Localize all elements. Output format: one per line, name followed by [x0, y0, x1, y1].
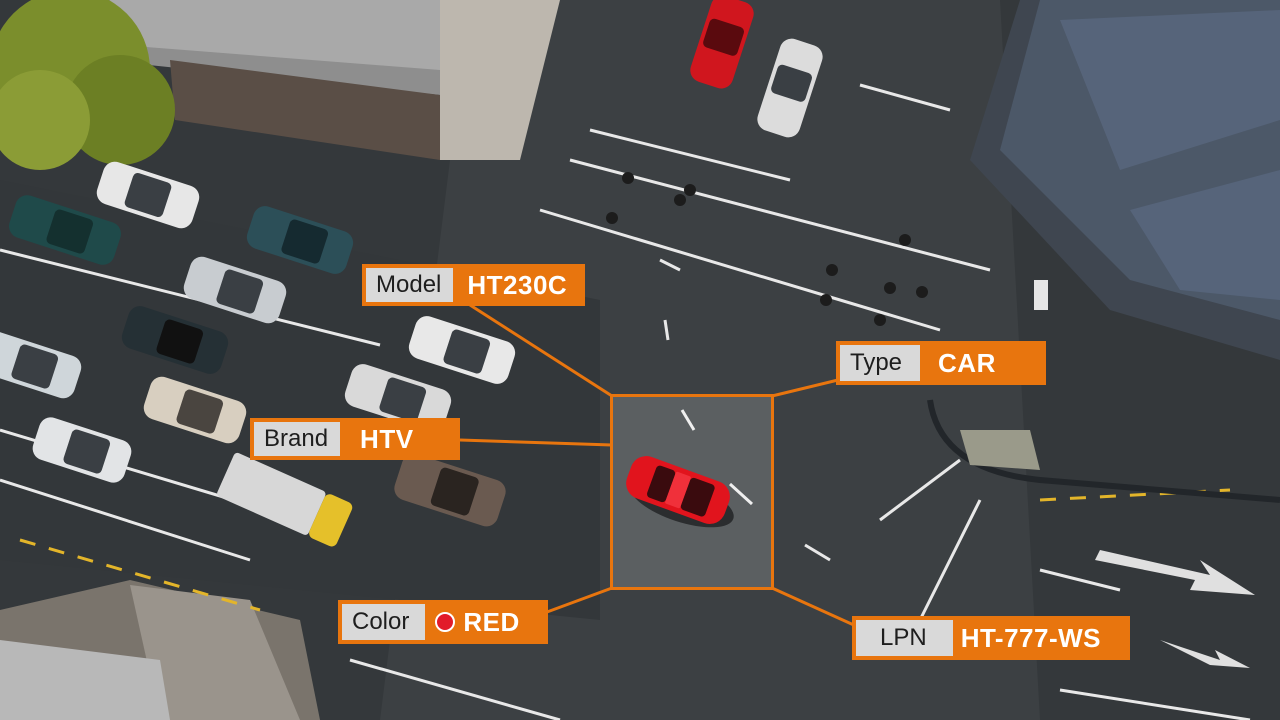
building-top-left	[90, 0, 560, 160]
model-label[interactable]: Model HT230C	[362, 264, 586, 306]
type-value: CAR	[920, 345, 1010, 381]
color-key: Color	[342, 604, 426, 640]
road-arrow-marking	[1095, 550, 1255, 595]
pedestrians	[606, 172, 928, 326]
connector-color	[546, 586, 613, 614]
model-value: HT230C	[453, 268, 582, 302]
color-value: RED	[463, 606, 520, 637]
connector-brand	[459, 438, 613, 447]
brand-label[interactable]: Brand HTV	[250, 418, 460, 460]
tree	[0, 0, 175, 170]
detection-box[interactable]	[610, 394, 774, 590]
model-key: Model	[366, 268, 454, 302]
connector-type	[771, 378, 839, 398]
lpn-key: LPN	[856, 620, 953, 656]
building-bottom-left	[0, 580, 320, 720]
connector-lpn	[771, 586, 857, 628]
lpn-value: HT-777-WS	[952, 620, 1115, 656]
target-car	[613, 397, 771, 587]
color-value-wrap: RED	[425, 604, 534, 640]
type-label[interactable]: Type CAR	[836, 341, 1046, 385]
lpn-label[interactable]: LPN HT-777-WS	[852, 616, 1130, 660]
parked-cars	[0, 0, 823, 547]
connector-model	[469, 303, 613, 398]
brand-value: HTV	[340, 422, 428, 456]
solar-roof-building	[970, 0, 1280, 360]
color-swatch-icon	[435, 612, 456, 632]
brand-key: Brand	[254, 422, 341, 456]
color-label[interactable]: Color RED	[338, 600, 548, 644]
type-key: Type	[840, 345, 921, 381]
